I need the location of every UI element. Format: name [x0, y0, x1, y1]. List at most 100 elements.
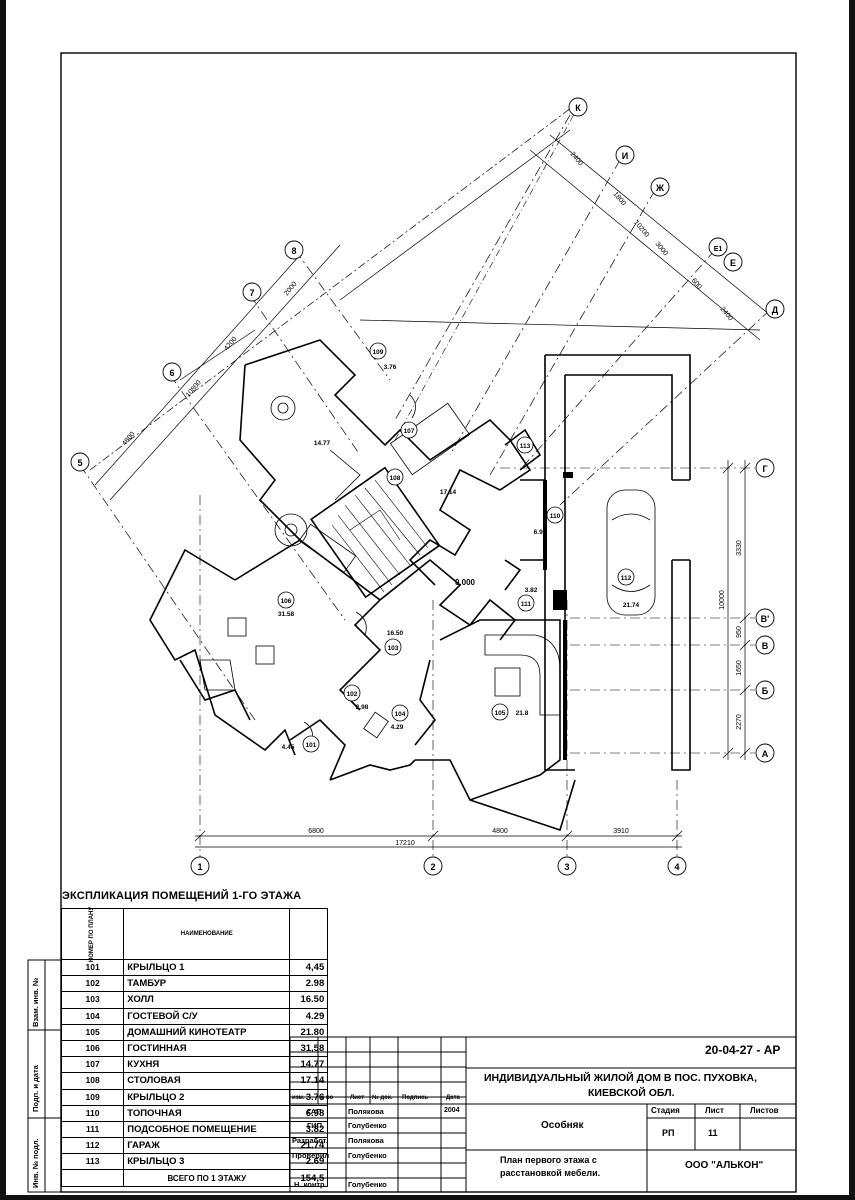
row-name: КРЫЛЬЦО 2	[123, 1088, 291, 1106]
room-110-area: 6.98	[534, 529, 547, 536]
room-112-num: 112	[621, 575, 632, 582]
diagonal-letter-bubbles	[568, 97, 785, 319]
room-111-num: 111	[521, 601, 532, 608]
room-111-area: 3.82	[525, 587, 538, 594]
dim-17210: 17210	[395, 840, 415, 847]
row-name: ГОСТИННАЯ	[123, 1039, 291, 1058]
header-area	[289, 908, 329, 960]
row-name: ГАРАЖ	[123, 1137, 291, 1155]
row-num: 105	[60, 1023, 125, 1041]
room-103-num: 103	[388, 645, 399, 652]
name-gap: Полякова	[348, 1107, 384, 1116]
drawing-name: План первого этажа с	[500, 1155, 597, 1165]
axis-label-8: 8	[291, 246, 296, 256]
row-num: 102	[60, 975, 125, 993]
row-num: 106	[60, 1039, 125, 1058]
total-value: 154,5	[289, 1169, 329, 1187]
room-108-num: 108	[390, 475, 401, 482]
row-name: ДОМАШНИЙ КИНОТЕАТР	[123, 1023, 291, 1041]
diagonal-dimension-lines	[94, 129, 771, 501]
row-area: 31,58	[289, 1039, 329, 1058]
row-num: 107	[60, 1056, 125, 1074]
row-name: ТАМБУР	[123, 975, 291, 993]
diagonal-grid-lines	[79, 104, 771, 721]
axis-label-1: 1	[197, 862, 202, 872]
row-num: 110	[60, 1104, 125, 1122]
row-name: КРЫЛЬЦО 1	[123, 958, 291, 977]
dim-3330: 3330	[736, 540, 743, 556]
role-nkontr: Н. контр.	[294, 1180, 327, 1189]
axis-label-7: 7	[249, 288, 254, 298]
axis-label-e: Е	[730, 258, 736, 268]
row-num: 109	[60, 1088, 125, 1106]
row-name: СТОЛОВАЯ	[123, 1072, 291, 1090]
stage-head: Стадия	[651, 1106, 680, 1115]
row-area: 4.29	[289, 1007, 329, 1025]
name-nkontr: Голубенко	[348, 1180, 387, 1189]
right-axis-bubbles	[755, 458, 775, 763]
project-title-2: КИЕВСКОЙ ОБЛ.	[588, 1087, 675, 1099]
row-num: 112	[60, 1137, 125, 1155]
dim-6800: 6800	[308, 828, 324, 835]
dim-10200: 10200	[632, 219, 650, 238]
room-106-num: 106	[281, 598, 292, 605]
room-109-area: 3.76	[384, 364, 397, 371]
straight-axes	[199, 467, 755, 858]
dim-2000: 2000	[283, 281, 298, 298]
row-name: ПОДСОБНОЕ ПОМЕЩЕНИЕ	[123, 1120, 291, 1139]
axis-label-v-prime: В'	[761, 614, 770, 624]
room-107-num: 107	[404, 428, 415, 435]
drawing-name-2: расстановкой мебели.	[500, 1168, 601, 1178]
project-title: ИНДИВИДУАЛЬНЫЙ ЖИЛОЙ ДОМ В ПОС. ПУХОВКА,	[484, 1072, 758, 1084]
building-walls	[149, 339, 691, 832]
total-label: ВСЕГО ПО 1 ЭТАЖУ	[123, 1169, 291, 1187]
dim-10800: 10800	[185, 379, 203, 398]
object-name: Особняк	[541, 1120, 584, 1131]
row-name: ХОЛЛ	[123, 991, 291, 1009]
role-gip: ГИП	[307, 1121, 323, 1130]
col-head-doc: № док.	[372, 1095, 393, 1101]
row-name: КУХНЯ	[123, 1056, 291, 1074]
room-102-area: 2.98	[356, 704, 369, 711]
axis-label-6: 6	[169, 368, 174, 378]
name-gip: Голубенко	[348, 1121, 387, 1130]
dim-2270: 2270	[736, 714, 743, 730]
row-area: 2.98	[289, 975, 329, 993]
dim-950: 950	[736, 626, 743, 638]
row-num: 104	[60, 1007, 125, 1025]
col-head-date: Дата	[446, 1095, 460, 1101]
right-dimension-lines	[722, 460, 751, 760]
row-area: 17.14	[289, 1072, 329, 1090]
explication-title: ЭКСПЛИКАЦИЯ ПОМЕЩЕНИЙ 1-ГО ЭТАЖА	[62, 890, 302, 902]
axis-label-d: Д	[772, 305, 779, 315]
room-113-num: 113	[520, 443, 531, 450]
header-number: НОМЕР ПО ПЛАНУ	[89, 906, 96, 962]
diagonal-number-bubbles	[70, 240, 304, 472]
side-label-signature: Подп. и дата	[31, 1065, 40, 1112]
bottom-dimension-lines	[194, 830, 683, 848]
stage-value: РП	[662, 1128, 675, 1138]
drawing-code: 20-04-27 - АР	[705, 1043, 781, 1057]
row-area: 21.80	[289, 1023, 329, 1041]
room-109-num: 109	[373, 349, 384, 356]
room-101-num: 101	[306, 742, 317, 749]
axis-label-e1: Е1	[714, 246, 723, 253]
dim-4800-diag: 4800	[121, 431, 136, 448]
row-num: 113	[60, 1153, 125, 1171]
sheet-head: Лист	[705, 1106, 724, 1115]
axis-label-zh: Ж	[655, 183, 665, 193]
plants	[270, 395, 308, 547]
company-name: ООО "АЛЬКОН"	[685, 1160, 764, 1171]
dimension-texts: 6800 17210 4800 3910 3330 10000 950 1650…	[121, 151, 743, 847]
name-razrab: Полякова	[348, 1136, 384, 1145]
name-proveril: Голубенко	[348, 1151, 387, 1160]
